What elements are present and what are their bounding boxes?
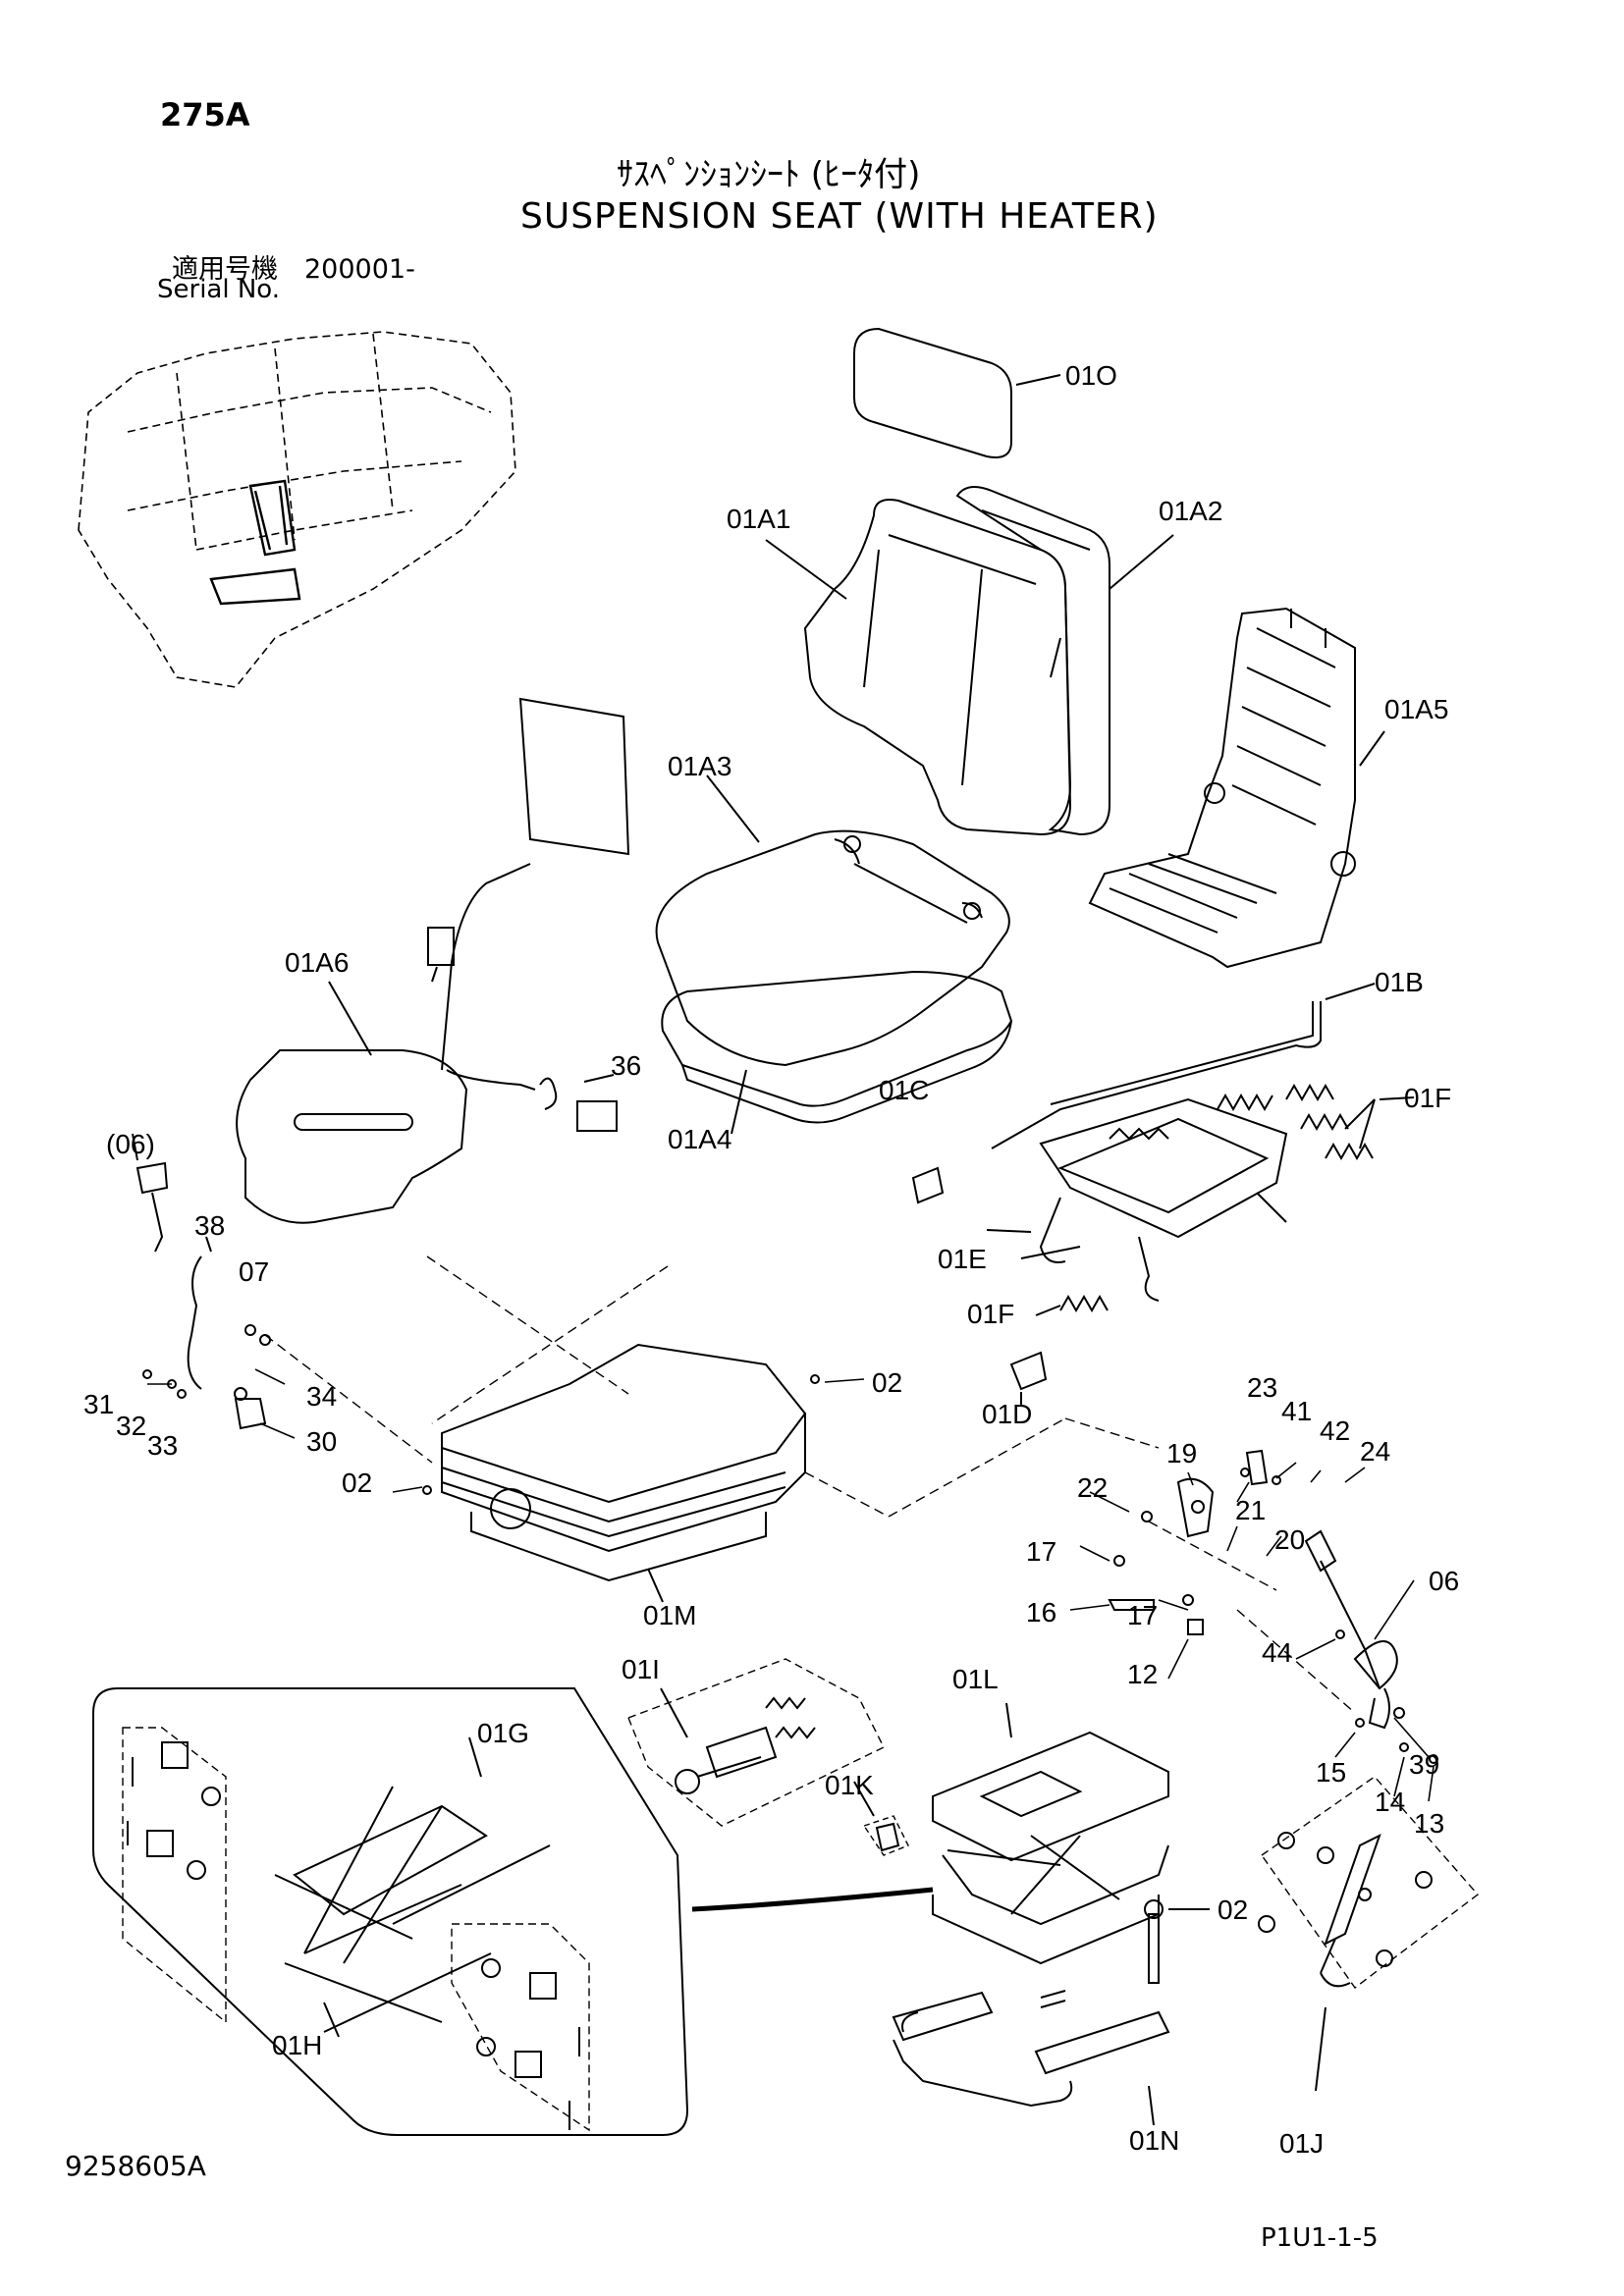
- callout-label: 01B: [1375, 967, 1424, 997]
- callout-label: 01N: [1129, 2125, 1179, 2156]
- seat-belt-retractor-right: [1108, 1477, 1405, 1730]
- callout-label: 21: [1235, 1495, 1266, 1525]
- belt-bracket-23: [1245, 1449, 1269, 1486]
- callout-label: 07: [239, 1256, 269, 1287]
- springs: [1059, 1083, 1374, 1313]
- serial-label-japanese: 適用号機 200001-: [172, 254, 415, 285]
- drawing-number: 9258605A: [65, 2150, 206, 2182]
- seat-belt-buckle-left: [135, 1161, 202, 1390]
- alignment-lines: [264, 1255, 1356, 1714]
- callout-label: 17: [1026, 1536, 1056, 1567]
- callout-label: 41: [1281, 1396, 1312, 1426]
- callout-label: 01A3: [668, 751, 731, 781]
- rail-assembly-01N: [892, 1899, 1170, 2108]
- callout-label: 01A4: [668, 1124, 731, 1154]
- callout-label: 44: [1262, 1637, 1292, 1668]
- handle-knob: [1009, 1351, 1048, 1391]
- scissor-mechanism: [932, 1731, 1169, 1965]
- backrest-cushion: [803, 499, 1072, 836]
- callout-label: 15: [1316, 1757, 1346, 1788]
- callout-label: 01A1: [727, 504, 790, 534]
- backrest-pad: [955, 486, 1110, 836]
- bracket-30: [234, 1398, 267, 1430]
- callout-label: 01D: [982, 1399, 1032, 1429]
- callout-label: 20: [1274, 1524, 1305, 1555]
- callout-label: 17: [1127, 1600, 1158, 1630]
- connector-arc: [691, 1887, 934, 1912]
- callout-label: 02: [1218, 1895, 1248, 1925]
- callout-label: 36: [611, 1050, 641, 1081]
- callout-label: 39: [1409, 1749, 1439, 1780]
- shock-absorber-kit: [1258, 1776, 1480, 1989]
- seat-cushion: [655, 829, 1010, 1067]
- callout-label: 01J: [1279, 2128, 1324, 2159]
- serial-label-english: Serial No.: [157, 275, 280, 304]
- callout-label: 01A5: [1384, 694, 1448, 724]
- diagram-code: 275A: [160, 96, 250, 133]
- callout-label: 30: [306, 1426, 337, 1457]
- callout-label: 38: [194, 1210, 225, 1241]
- leader-lines: [147, 1368, 1435, 1802]
- callout-labels: 01O 01A1 01A2 01A5 01A3 01A6 01B 36 01F 01C (06) 01…: [83, 360, 1459, 2159]
- callout-label: 01L: [952, 1664, 999, 1694]
- seat-frame: [1088, 607, 1356, 969]
- callout-label: 42: [1320, 1415, 1350, 1446]
- callout-label: 01A6: [285, 947, 349, 978]
- callout-label: 01F: [1404, 1083, 1451, 1113]
- callout-label: 01A2: [1159, 496, 1222, 526]
- callout-label: 01M: [643, 1600, 696, 1630]
- callout-label: 01H: [272, 2030, 322, 2060]
- kit-01I: [627, 1658, 885, 1827]
- callout-label: 14: [1375, 1787, 1405, 1817]
- part-01K: [862, 1815, 909, 1856]
- page-reference: P1U1-1-5: [1261, 2223, 1379, 2253]
- callout-label: 19: [1166, 1438, 1197, 1468]
- callout-label: 33: [147, 1430, 178, 1461]
- callout-label: 02: [342, 1468, 372, 1498]
- suspension-base: [441, 1343, 807, 1582]
- fastener-dots: [142, 1324, 1438, 1764]
- callout-label: 01G: [477, 1718, 529, 1748]
- callout-label: 01C: [879, 1075, 929, 1105]
- callout-label: 01E: [938, 1244, 987, 1274]
- headrest: [853, 327, 1012, 458]
- title-english: SUSPENSION SEAT (WITH HEATER): [520, 196, 1159, 237]
- callout-label: 23: [1247, 1372, 1277, 1403]
- callout-label: 01F: [967, 1299, 1014, 1329]
- seat-heater: [236, 697, 630, 1224]
- callout-label: 31: [83, 1389, 114, 1419]
- callout-label: 06: [1429, 1566, 1459, 1596]
- callout-label: 34: [306, 1381, 337, 1412]
- inset-scissor-parts: [92, 1687, 689, 2136]
- callout-label: (06): [106, 1129, 155, 1159]
- callout-label: 01I: [622, 1654, 660, 1684]
- callout-label: 24: [1360, 1436, 1390, 1467]
- callout-label: 16: [1026, 1597, 1056, 1628]
- callout-label: 02: [872, 1367, 902, 1398]
- callout-label: 22: [1077, 1472, 1108, 1503]
- callout-label: 12: [1127, 1659, 1158, 1689]
- title-japanese: ｻｽﾍﾟﾝｼｮﾝｼｰﾄ (ﾋｰﾀ付): [617, 155, 921, 194]
- seat-pan: [661, 970, 1013, 1124]
- callout-label: 13: [1414, 1808, 1444, 1839]
- callout-label: 32: [116, 1411, 146, 1441]
- cab-overview-illustration: [78, 331, 516, 688]
- callout-label: 01O: [1065, 360, 1117, 391]
- cab-seat-highlight: [209, 479, 301, 606]
- callout-label: 01K: [825, 1770, 874, 1800]
- slide-rail-assembly: [911, 1001, 1322, 1302]
